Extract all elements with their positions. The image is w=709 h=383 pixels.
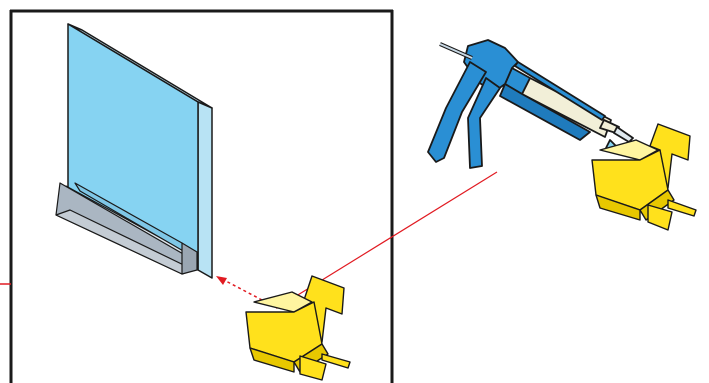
clip-bracket-icon (592, 124, 696, 230)
insert-arrow (216, 276, 262, 300)
clip-bracket-inset-icon (246, 276, 350, 380)
